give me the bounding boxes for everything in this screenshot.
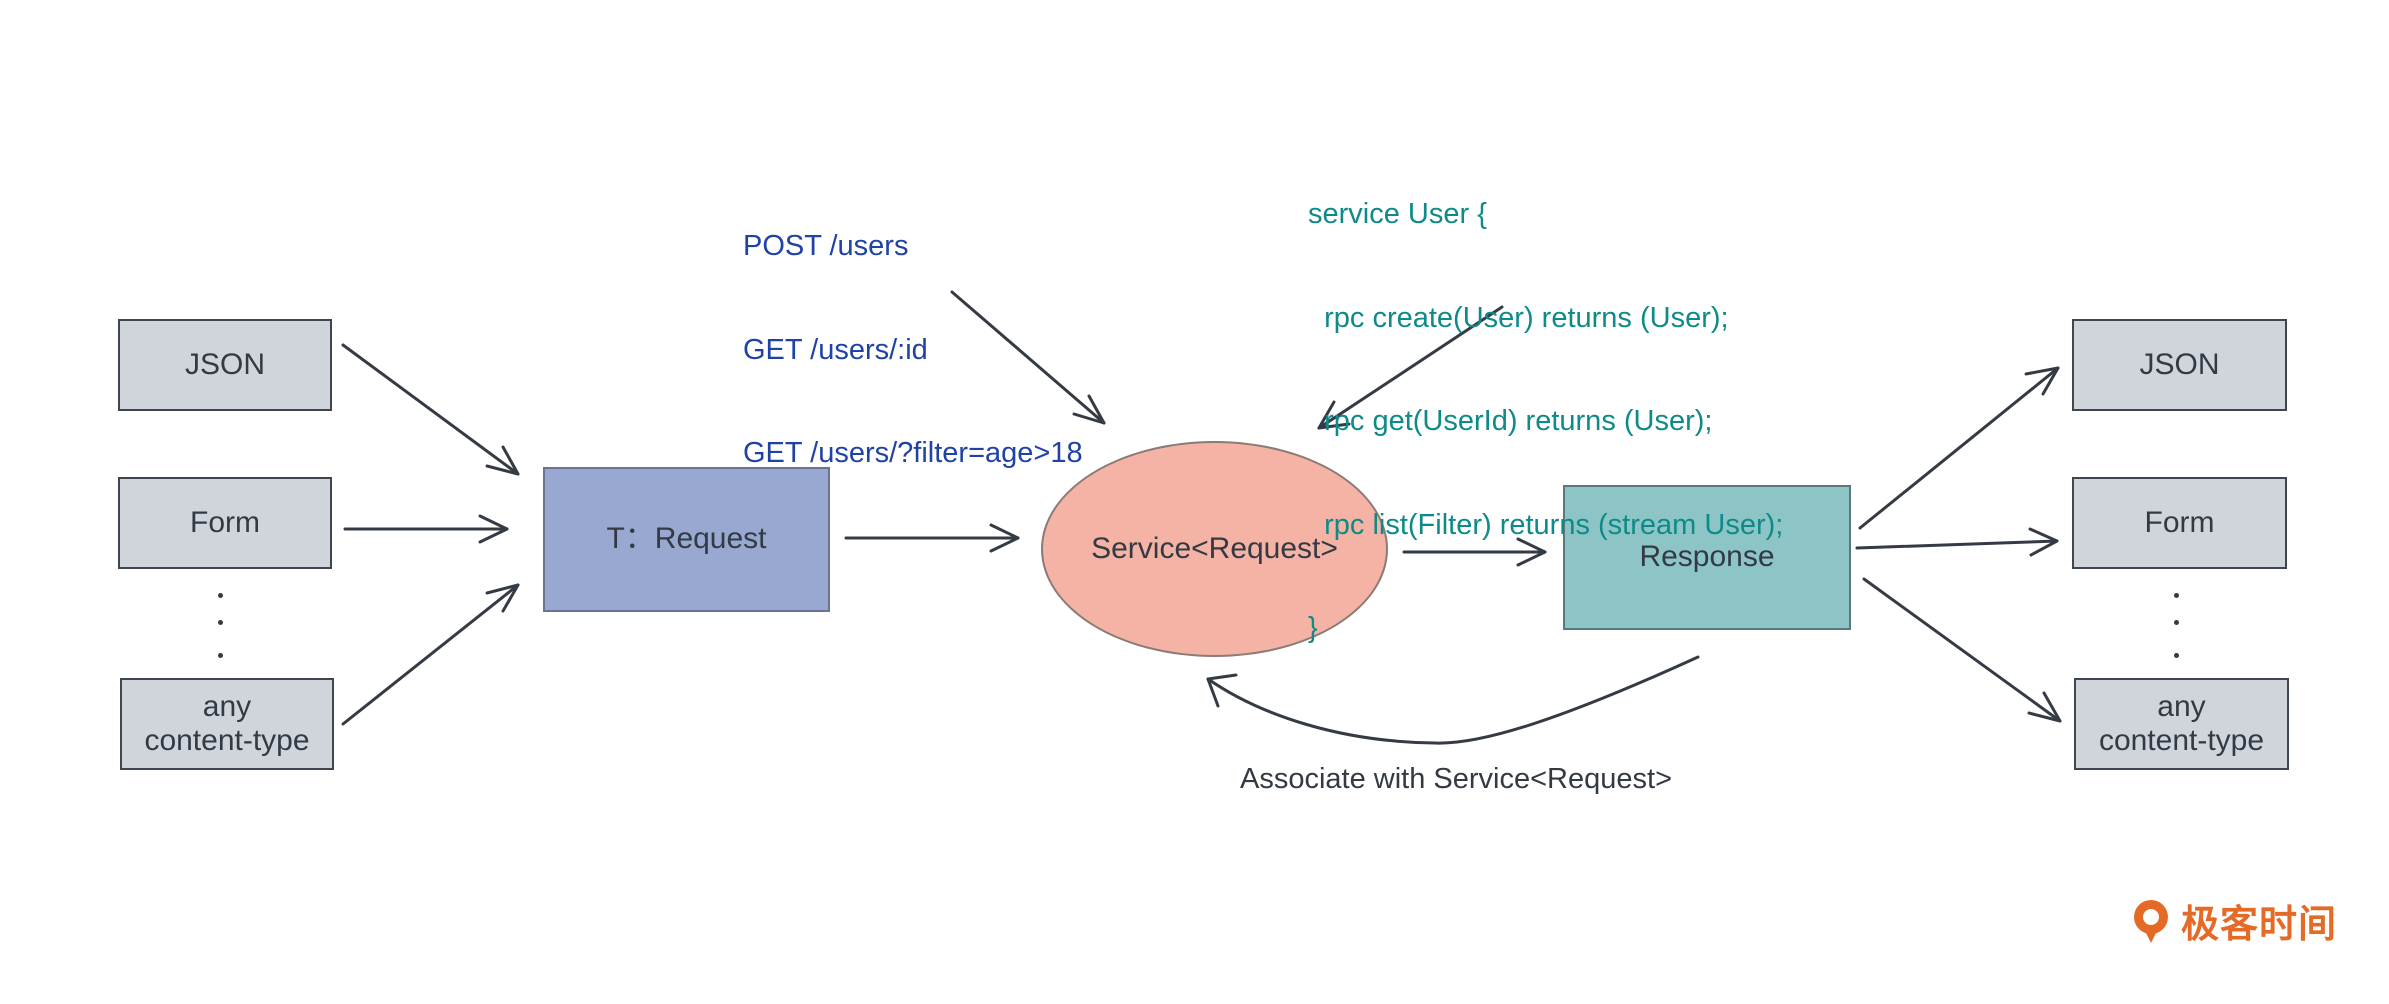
- grpc-line: rpc create(User) returns (User);: [1308, 301, 1729, 334]
- arrow-response-to-form: [1855, 539, 2059, 550]
- brand-mark-icon: [2133, 899, 2168, 943]
- output-any-label: any content-type: [2098, 689, 2265, 758]
- brand-logo: 极客时间: [2129, 893, 2337, 948]
- rest-endpoint-line: POST /users: [743, 230, 909, 262]
- output-form-box: Form: [2072, 477, 2287, 569]
- arrow-json-to-request: [341, 343, 520, 476]
- input-form-box: Form: [118, 477, 332, 569]
- arrow-response-to-any: [1862, 577, 2062, 723]
- input-any-box: any content-type: [120, 678, 334, 770]
- output-any-box: any content-type: [2074, 678, 2289, 770]
- output-ellipsis-dot: [2174, 593, 2179, 598]
- request-label: T：Request: [606, 522, 767, 556]
- rest-endpoints: POST /users GET /users/:id GET /users/?f…: [743, 160, 1083, 505]
- arrow-any-to-request: [341, 583, 520, 726]
- grpc-line: }: [1308, 612, 1318, 644]
- brand-name: 极客时间: [2180, 904, 2337, 946]
- output-ellipsis-dot: [2174, 653, 2179, 658]
- service-node: Service<Request>: [1041, 441, 1388, 657]
- feedback-caption: Associate with Service<Request>: [1240, 763, 1672, 795]
- input-ellipsis-dot: [218, 653, 223, 658]
- rest-endpoint-line: GET /users/?filter=age>18: [743, 437, 1083, 469]
- input-ellipsis-dot: [218, 593, 223, 598]
- response-box: Response: [1563, 485, 1851, 630]
- arrow-grpc-to-service: [1317, 305, 1504, 430]
- arrow-rest-to-service: [950, 290, 1106, 425]
- input-ellipsis-dot: [218, 620, 223, 625]
- output-json-label: JSON: [2139, 347, 2220, 381]
- input-form-label: Form: [190, 505, 260, 539]
- output-ellipsis-dot: [2174, 620, 2179, 625]
- input-json-box: JSON: [118, 319, 332, 411]
- grpc-service-definition: service User { rpc create(User) returns …: [1308, 128, 1783, 680]
- output-form-label: Form: [2144, 505, 2215, 539]
- grpc-line: service User {: [1308, 198, 1487, 230]
- arrow-response-to-json: [1858, 366, 2060, 530]
- arrow-response-back-to-service: [1206, 655, 1700, 745]
- grpc-line: rpc list(Filter) returns (stream User);: [1308, 508, 1784, 541]
- grpc-line: rpc get(UserId) returns (User);: [1308, 405, 1713, 437]
- response-label: Response: [1639, 540, 1775, 574]
- input-json-label: JSON: [184, 347, 265, 381]
- output-json-box: JSON: [2072, 319, 2287, 411]
- input-any-label: any content-type: [144, 689, 310, 758]
- rest-endpoint-line: GET /users/:id: [743, 333, 928, 366]
- service-label: Service<Request>: [1091, 532, 1338, 565]
- request-box: T：Request: [543, 467, 830, 612]
